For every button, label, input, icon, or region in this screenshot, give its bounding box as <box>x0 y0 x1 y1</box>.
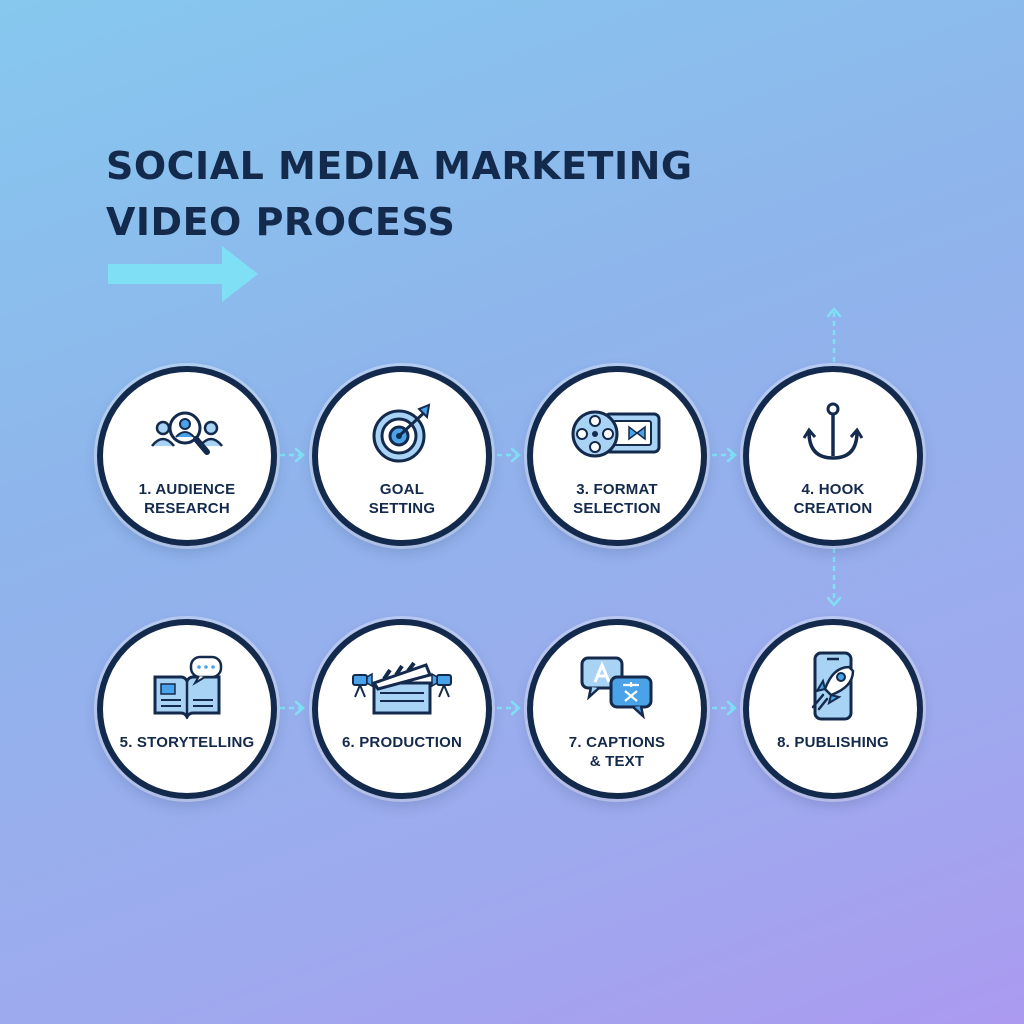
step-publishing: 8. PUBLISHING <box>743 619 923 799</box>
translate-bubbles-icon <box>579 655 655 719</box>
film-reel-icon <box>569 402 665 466</box>
title-line-1: SOCIAL MEDIA MARKETING <box>106 144 693 188</box>
page-title: SOCIAL MEDIA MARKETING VIDEO PROCESS <box>106 138 806 250</box>
step-label: 6. PRODUCTION <box>341 734 463 751</box>
hook-icon <box>801 402 865 466</box>
step-label: 8. PUBLISHING <box>777 734 889 751</box>
book-speech-icon <box>149 655 225 719</box>
step-label: 7. CAPTIONS& TEXT <box>568 734 666 770</box>
step-label: 5. STORYTELLING <box>119 734 255 751</box>
title-line-2: VIDEO PROCESS <box>106 200 456 244</box>
step-captions-text: 7. CAPTIONS& TEXT <box>527 619 707 799</box>
step-storytelling: 5. STORYTELLING <box>97 619 277 799</box>
step-production: 6. PRODUCTION <box>312 619 492 799</box>
rocket-phone-icon <box>801 651 865 721</box>
audience-search-icon <box>147 402 227 466</box>
hero-arrow-icon <box>108 246 258 302</box>
clapperboard-icon <box>350 655 454 719</box>
target-icon <box>367 402 437 466</box>
